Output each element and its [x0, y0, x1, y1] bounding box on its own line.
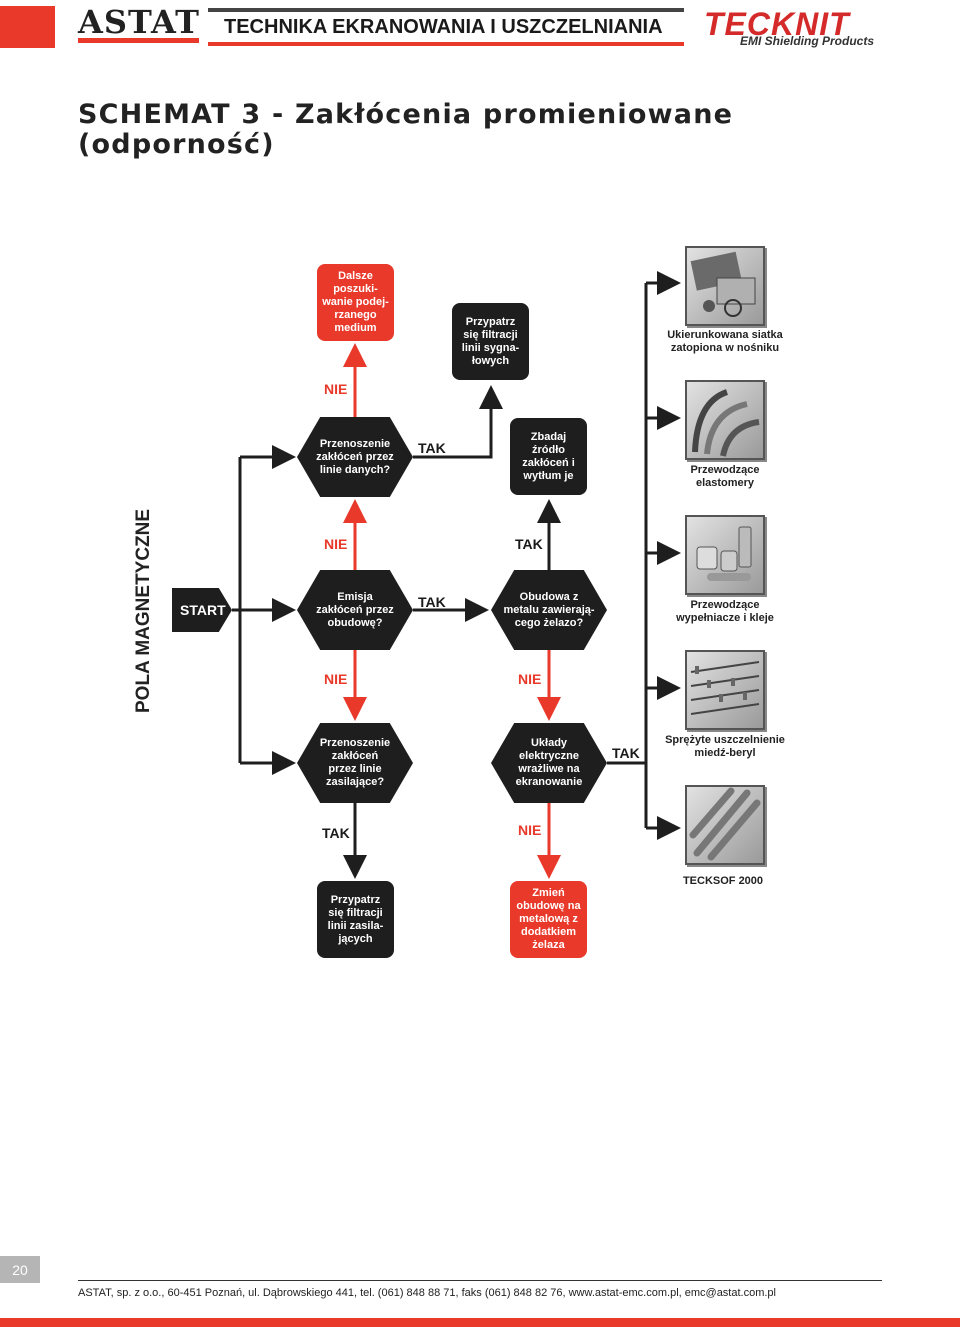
box-dalsze-label: Dalsze poszuki- wanie podej- rzanego med… [322, 270, 389, 334]
decision-linie-zasilajace-label: Przenoszenie zakłóceń przez linie zasila… [319, 737, 391, 788]
side-label: POLA MAGNETYCZNE [133, 508, 154, 713]
decision-emisja-label: Emisja zakłóceń przez obudowę? [316, 590, 394, 629]
decision-obudowa-metal: Obudowa z metalu zawierają- cego żelazo? [491, 570, 607, 650]
footer-divider [78, 1280, 882, 1281]
tecksof-icon [685, 785, 765, 865]
decision-linie-danych-label: Przenoszenie zakłóceń przez linie danych… [316, 437, 394, 476]
mesh-icon [685, 246, 765, 326]
box-zmien-label: Zmień obudowę na metalową z dodatkiem że… [516, 887, 581, 951]
label-tak-3: TAK [418, 594, 446, 610]
astat-logo-underline [78, 38, 199, 43]
box-zbadaj-label: Zbadaj źródło zakłóceń i wytłum je [522, 430, 575, 482]
header-divider-top [208, 8, 684, 12]
adhesive-icon [685, 515, 765, 595]
decision-linie-danych: Przenoszenie zakłóceń przez linie danych… [297, 417, 413, 497]
label-tak-4: TAK [612, 745, 640, 761]
footer-contact: ASTAT, sp. z o.o., 60-451 Poznań, ul. Dą… [78, 1287, 776, 1299]
label-nie-2: NIE [324, 536, 348, 552]
label-tak-1: TAK [418, 440, 446, 456]
decision-emisja: Emisja zakłóceń przez obudowę? [297, 570, 413, 650]
box-filtracja-zasil: Przypatrz się filtracji linii zasila- ją… [317, 881, 394, 958]
elastomer-icon [685, 380, 765, 460]
label-tak-2: TAK [515, 536, 543, 552]
product-caption-mesh: Ukierunkowana siatka zatopiona w nośniku [667, 329, 783, 354]
start-label: START [180, 602, 226, 618]
product-caption-adhesive: Przewodzące wypełniacze i kleje [676, 599, 774, 624]
box-zbadaj: Zbadaj źródło zakłóceń i wytłum je [510, 418, 587, 495]
decision-uklady-label: Układy elektryczne wrażliwe na ekranowan… [515, 737, 583, 788]
label-nie-3: NIE [324, 671, 348, 687]
header-divider-bottom [208, 42, 684, 46]
product-caption-spring: Sprężyte uszczelnienie miedź-beryl [665, 734, 785, 759]
header-title: TECHNIKA EKRANOWANIA I USZCZELNIANIA [224, 16, 663, 38]
box-filtracja-zasil-label: Przypatrz się filtracji linii zasila- ją… [327, 893, 384, 945]
label-nie-4: NIE [518, 671, 542, 687]
page-number: 20 [0, 1256, 40, 1283]
box-filtracja-sygnal: Przypatrz się filtracji linii sygna- łow… [452, 303, 529, 380]
astat-logo: ASTAT [78, 3, 200, 41]
footer-red-bar [0, 1318, 960, 1327]
box-dalsze: Dalsze poszuki- wanie podej- rzanego med… [317, 264, 394, 341]
label-nie-1: NIE [324, 381, 348, 397]
tecknit-logo-subtitle: EMI Shielding Products [740, 34, 875, 48]
tecknit-logo: TECKNIT [704, 6, 850, 42]
page-title: SCHEMAT 3 - Zakłócenia promieniowane (od… [78, 99, 734, 160]
box-filtracja-sygnal-label: Przypatrz się filtracji linii sygna- łow… [461, 315, 520, 367]
start-node: START [172, 588, 232, 632]
label-tak-5: TAK [322, 825, 350, 841]
product-caption-elastomer: Przewodzące elastomery [690, 464, 760, 489]
label-nie-5: NIE [518, 822, 542, 838]
product-caption-tecksof: TECKSOF 2000 [682, 875, 764, 887]
decision-linie-zasilajace: Przenoszenie zakłóceń przez linie zasila… [297, 723, 413, 803]
decision-obudowa-metal-label: Obudowa z metalu zawierają- cego żelazo? [503, 590, 595, 629]
decision-uklady: Układy elektryczne wrażliwe na ekranowan… [491, 723, 607, 803]
spring-icon [685, 650, 765, 730]
box-zmien: Zmień obudowę na metalową z dodatkiem że… [510, 881, 587, 958]
header-red-square [0, 6, 55, 48]
